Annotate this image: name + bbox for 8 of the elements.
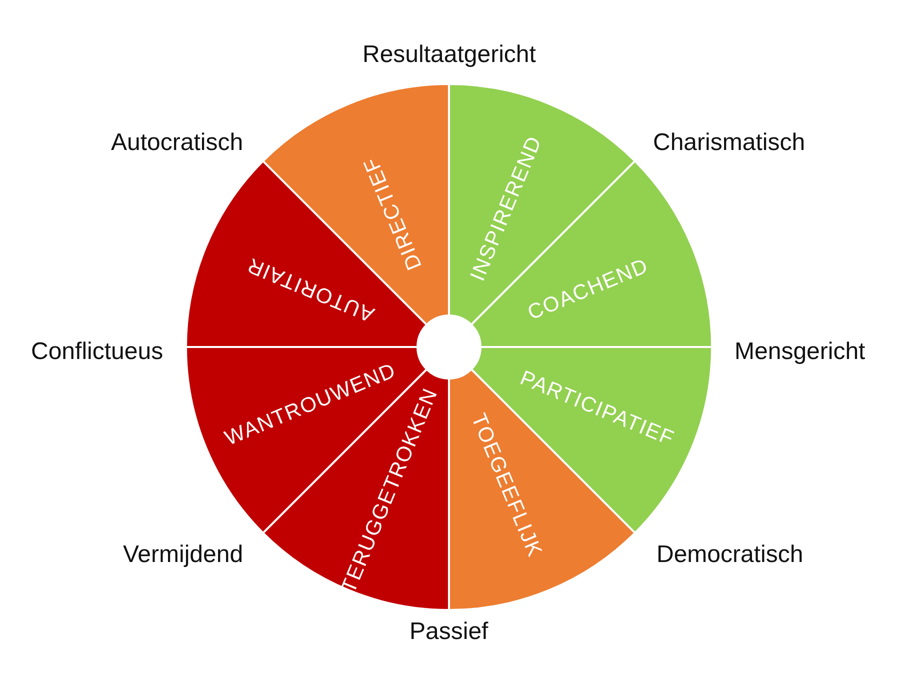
axis-label: Autocratisch bbox=[111, 131, 244, 155]
axis-label: Mensgericht bbox=[734, 340, 866, 364]
axis-label: Vermijdend bbox=[123, 543, 244, 567]
axis-label: Resultaatgericht bbox=[362, 43, 536, 67]
axis-label: Conflictueus bbox=[31, 340, 164, 364]
axis-label: Charismatisch bbox=[653, 131, 806, 155]
axis-label: Democratisch bbox=[656, 543, 804, 567]
axis-label: Passief bbox=[410, 620, 488, 644]
